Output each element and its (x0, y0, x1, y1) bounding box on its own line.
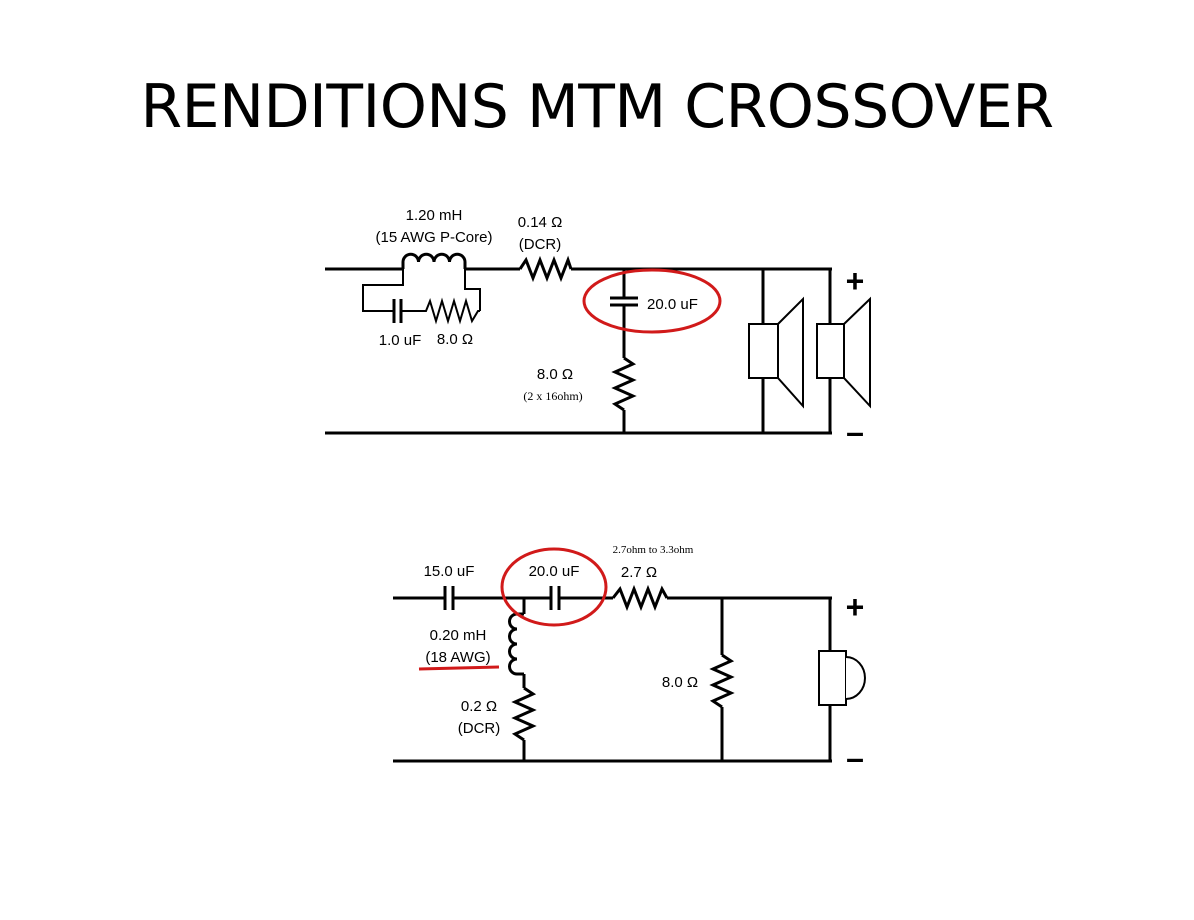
tweeter-series-res-label: 2.7 Ω (621, 564, 657, 581)
woofer-dcr-value: 0.14 Ω (518, 214, 563, 231)
tweeter-highlight-underline (418, 665, 500, 671)
woofer-circuit: 1.20 mH (15 AWG P-Core) 0.14 Ω (DCR) 1.0… (325, 207, 871, 450)
woofer-shunt-branch (610, 269, 638, 433)
tweeter-speaker-icon (818, 650, 866, 706)
woofer-shunt-res-label: 8.0 Ω (537, 366, 573, 383)
tweeter-shunt-res-label: 8.0 Ω (662, 674, 698, 691)
woofer-minus-terminal: – (846, 414, 864, 450)
woofer-notch-cap-label: 1.0 uF (379, 332, 422, 349)
tweeter-circuit: 15.0 uF 20.0 uF 2.7ohm to 3.3ohm 2.7 Ω 0… (393, 544, 866, 776)
tweeter-plus-terminal: + (846, 589, 865, 625)
tweeter-cap1-label: 15.0 uF (424, 563, 475, 580)
tweeter-minus-terminal: – (846, 740, 864, 776)
woofer-inductor-note: (15 AWG P-Core) (376, 229, 493, 246)
tweeter-cap2-symbol (549, 586, 561, 610)
tweeter-shunt-resistor-branch (709, 598, 735, 761)
woofer-dcr-resistor-symbol (518, 255, 573, 283)
tweeter-dcr-value: 0.2 Ω (461, 698, 497, 715)
tweeter-cap1-symbol (443, 586, 455, 610)
tweeter-shunt-inductor-branch (508, 598, 537, 761)
woofer-shunt-cap-label: 20.0 uF (647, 296, 698, 313)
tweeter-series-res-note: 2.7ohm to 3.3ohm (613, 544, 694, 556)
tweeter-inductor-value: 0.20 mH (430, 627, 487, 644)
woofer-speaker-1-icon (748, 296, 804, 409)
woofer-dcr-note: (DCR) (519, 236, 562, 253)
woofer-inductor-symbol (401, 252, 467, 269)
tweeter-cap2-label: 20.0 uF (529, 563, 580, 580)
woofer-notch-res-label: 8.0 Ω (437, 331, 473, 348)
woofer-plus-terminal: + (846, 263, 865, 299)
woofer-notch-branch (362, 269, 481, 325)
page-title: RENDITIONS MTM CROSSOVER (140, 72, 1054, 142)
woofer-speaker-2-icon (816, 296, 871, 409)
tweeter-inductor-note: (18 AWG) (425, 649, 490, 666)
woofer-shunt-res-note: (2 x 16ohm) (523, 389, 582, 403)
woofer-highlight-circle (582, 268, 722, 334)
tweeter-series-resistor-symbol (611, 584, 669, 612)
tweeter-highlight-circle (500, 547, 608, 627)
tweeter-dcr-note: (DCR) (458, 720, 501, 737)
woofer-inductor-value: 1.20 mH (406, 207, 463, 224)
